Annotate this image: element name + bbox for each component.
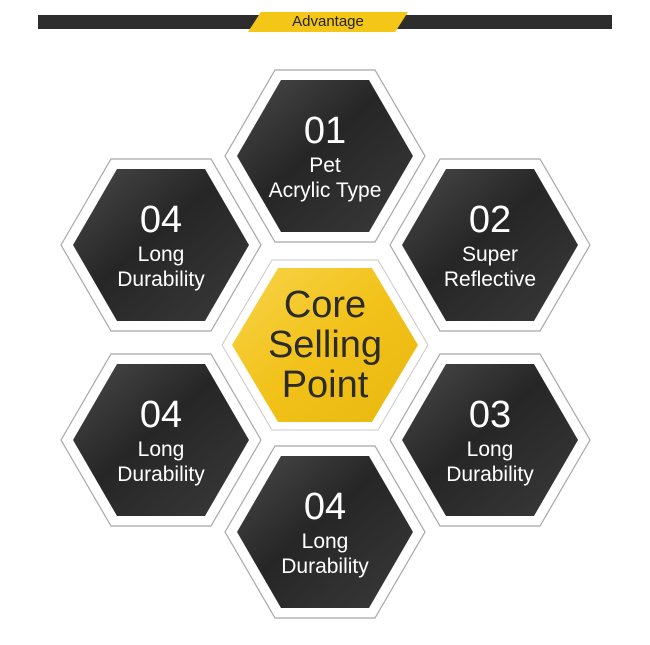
hex-04-bottom-line2: Durability bbox=[281, 555, 369, 578]
hex-01-tile bbox=[224, 69, 426, 243]
hex-02-label: 02 Super Reflective bbox=[410, 175, 570, 315]
hex-02-tile bbox=[389, 158, 591, 332]
hex-03-tile bbox=[389, 353, 591, 527]
hex-04-lower-left-line2: Durability bbox=[117, 463, 205, 486]
hex-04-bottom-label: 04 Long Durability bbox=[245, 462, 405, 602]
hex-01-line1: Pet bbox=[309, 154, 341, 177]
hex-04-bottom-number: 04 bbox=[303, 486, 347, 528]
core-hex-tile bbox=[221, 259, 429, 431]
hex-03-line2: Durability bbox=[446, 463, 534, 486]
hex-04-upper-left-number: 04 bbox=[139, 199, 183, 241]
hex-03-number: 03 bbox=[468, 394, 512, 436]
hex-02-line2: Reflective bbox=[443, 268, 537, 291]
hex-01-number: 01 bbox=[303, 110, 347, 152]
hex-01-line2: Acrylic Type bbox=[268, 179, 382, 202]
banner-tab: Advantage bbox=[248, 12, 408, 32]
hex-04-upper-left-tile bbox=[60, 158, 262, 332]
advantage-banner: Advantage bbox=[38, 12, 612, 32]
core-line3: Point bbox=[281, 364, 369, 406]
hex-04-lower-left-number: 04 bbox=[139, 394, 183, 436]
hex-04-lower-left-label: 04 Long Durability bbox=[81, 370, 241, 510]
hex-02-line1: Super bbox=[461, 243, 519, 266]
hex-01-label: 01 Pet Acrylic Type bbox=[245, 86, 405, 226]
core-line2: Selling bbox=[267, 324, 383, 366]
hex-04-bottom-tile bbox=[224, 445, 426, 619]
hex-04-upper-left-label: 04 Long Durability bbox=[81, 175, 241, 315]
banner-label: Advantage bbox=[292, 13, 364, 30]
hex-04-lower-left-line1: Long bbox=[137, 438, 185, 461]
hex-03-label: 03 Long Durability bbox=[410, 370, 570, 510]
hex-04-upper-left-line1: Long bbox=[137, 243, 185, 266]
hex-04-upper-left-line2: Durability bbox=[117, 268, 205, 291]
hex-02-number: 02 bbox=[468, 199, 512, 241]
hex-04-bottom-line1: Long bbox=[301, 530, 349, 553]
hex-04-lower-left-tile bbox=[60, 353, 262, 527]
hex-03-line1: Long bbox=[466, 438, 514, 461]
core-selling-point-label: Core Selling Point bbox=[222, 282, 428, 408]
core-line1: Core bbox=[283, 284, 367, 326]
